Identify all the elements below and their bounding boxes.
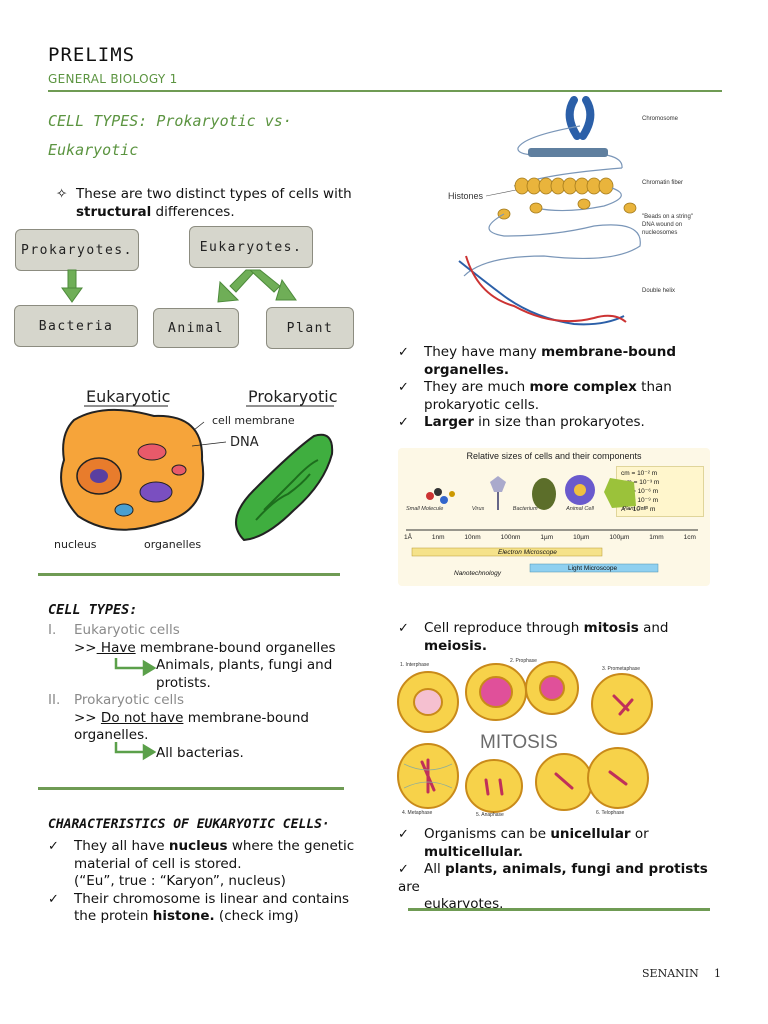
label-chromosome: Chromosome: [642, 116, 679, 122]
chromosome-shape: [565, 96, 595, 140]
footer-author: SENANIN: [642, 967, 699, 980]
dna-helix-strand-a: [458, 260, 625, 326]
chromosome-structure-diagram: Chromosome Histones Chromatin fiber "Bea…: [448, 96, 693, 326]
stage-label: 4. Metaphase: [402, 810, 433, 816]
anaphase-cell: [465, 759, 523, 813]
plant-cell-shape: [604, 478, 636, 508]
characteristics-heading: CHARACTERISTICS OF EUKARYOTIC CELLS·: [48, 817, 330, 832]
sizes-title: Relative sizes of cells and their compon…: [466, 451, 642, 461]
size-item-labels: Small Molecule Virus Bacterium Animal Ce…: [406, 506, 646, 512]
classification-arrows: [61, 269, 297, 303]
cell-types-heading: CELL TYPES:: [48, 602, 138, 618]
stage-label: 5. Anaphase: [476, 812, 504, 818]
intro-bullet: ✧These are two distinct types of cells w…: [56, 186, 352, 220]
electron-microscope-bar: [411, 547, 603, 557]
mitosis-title: MITOSIS: [480, 732, 558, 753]
arrow-down-icon: [61, 269, 83, 303]
check-icon: ✓: [398, 862, 409, 877]
eukaryotic-cell: [60, 408, 205, 531]
virus-shape: [490, 476, 506, 492]
cell-types-list: I.Eukaryotic cells >> Have membrane-boun…: [48, 622, 336, 761]
electron-microscope-label: Electron Microscope: [498, 549, 557, 556]
label-organelles: organelles: [144, 538, 201, 551]
label-cell-membrane: cell membrane: [212, 414, 295, 427]
header-divider: [48, 90, 722, 92]
prokaryotes-box: Prokaryotes.: [15, 229, 139, 271]
organisms-points: ✓Organisms can be unicellular or multice…: [398, 826, 708, 912]
eukaryote-points: ✓They have many membrane-bound organelle…: [398, 344, 676, 430]
reproduction-point: ✓Cell reproduce through mitosis and meio…: [398, 620, 669, 654]
mitosis-figure: MITOSIS 1. Interphase 2. Prophase 3. Pro…: [397, 658, 653, 818]
label-histones: Histones: [448, 191, 484, 201]
green-divider-left-2: [38, 787, 344, 790]
label-chromatin: Chromatin fiber: [642, 180, 683, 186]
stage-label: 6. Telophase: [596, 810, 624, 816]
light-microscope-bar: [529, 563, 659, 573]
size-scale-labels: 1Å 1nm 10nm 100nm 1µm 10µm 100µm 1mm 1cm: [404, 534, 696, 541]
light-microscope-label: Light Microscope: [568, 565, 618, 572]
label-prokaryotic: Prokaryotic: [248, 387, 338, 406]
label-beads-3: nucleosomes: [642, 230, 677, 236]
page-number: 1: [714, 967, 721, 980]
section-title-line2: Eukaryotic: [48, 141, 139, 159]
label-nucleus: nucleus: [54, 538, 97, 551]
animal-box: Animal: [153, 308, 239, 348]
label-dna: DNA: [230, 435, 259, 450]
relative-sizes-figure: Relative sizes of cells and their compon…: [398, 448, 710, 586]
molecule-dot: [426, 492, 434, 500]
eukaryotes-box: Eukaryotes.: [189, 226, 313, 268]
nanotechnology-label: Nanotechnology: [454, 570, 501, 577]
cell-types-arrows: [114, 658, 156, 761]
stage-label: 2. Prophase: [510, 658, 537, 664]
characteristics-list: ✓They all have nucleus where the genetic…: [48, 838, 355, 924]
green-divider-left-1: [38, 573, 340, 576]
page-title: PRELIMS: [48, 44, 136, 66]
check-icon: ✓: [398, 827, 409, 842]
check-icon: ✓: [398, 345, 409, 360]
check-icon: ✓: [48, 891, 59, 907]
elbow-arrow-icon: [114, 742, 156, 761]
check-icon: ✓: [398, 415, 409, 430]
green-divider-right: [408, 908, 710, 911]
prokaryotic-cell: [235, 433, 334, 542]
section-title-line1: CELL TYPES: Prokaryotic vs·: [48, 112, 292, 130]
page-subtitle: GENERAL BIOLOGY 1: [48, 72, 178, 86]
label-eukaryotic: Eukaryotic: [86, 387, 170, 406]
diamond-bullet-icon: ✧: [56, 186, 68, 202]
chromatin-coil: [528, 148, 608, 157]
plant-box: Plant: [266, 307, 354, 349]
label-double-helix: Double helix: [642, 288, 675, 294]
elbow-arrow-icon: [114, 658, 156, 677]
stage-label: 3. Prometaphase: [602, 666, 640, 672]
check-icon: ✓: [398, 380, 409, 395]
bacterium-shape: [532, 478, 556, 510]
eukaryotic-prokaryotic-drawing: Eukaryotic Prokaryotic cell membrane DNA…: [54, 387, 338, 551]
check-icon: ✓: [48, 839, 59, 854]
bacteria-box: Bacteria: [14, 305, 138, 347]
dna-helix-strand-b: [465, 255, 627, 323]
split-arrow-icon: [217, 269, 297, 303]
label-beads-2: DNA wound on: [642, 222, 682, 228]
check-icon: ✓: [398, 621, 409, 636]
stage-label: 1. Interphase: [400, 662, 429, 668]
chromatin-fiber: [514, 177, 614, 195]
label-beads-1: "Beads on a string": [642, 214, 693, 220]
